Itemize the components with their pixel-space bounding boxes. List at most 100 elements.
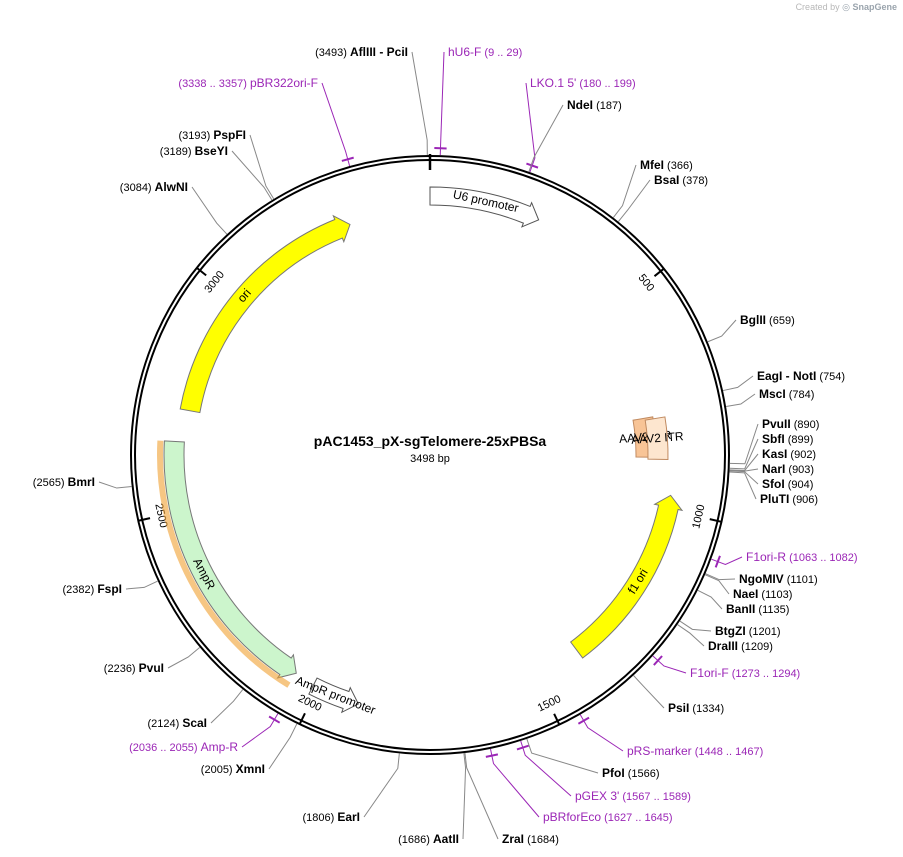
label-position: (366) — [664, 160, 693, 172]
label-banii[interactable]: BanII (1135) — [697, 589, 790, 616]
ampr-highlight — [157, 440, 291, 688]
label-ndei[interactable]: NdeI (187) — [528, 98, 622, 172]
label-prs-marker[interactable]: pRS-marker (1448 .. 1467) — [577, 714, 763, 758]
snapgene-credit: Created by ◎ SnapGene — [796, 2, 897, 13]
label-text: SbfI (899) — [762, 432, 813, 446]
label-position: (2565) — [33, 477, 68, 489]
label-alt-name: - NotI — [782, 369, 816, 383]
label-pbr322ori[interactable]: (3338 .. 3357) pBR322ori-F — [178, 76, 354, 167]
leader-line — [98, 481, 132, 489]
label-nari[interactable]: NarI (903) — [729, 462, 814, 476]
label-position: (3493) — [315, 47, 350, 59]
label-text: NarI (903) — [762, 462, 814, 476]
label-name: EagI — [757, 369, 782, 383]
label-text: pRS-marker (1448 .. 1467) — [627, 744, 763, 758]
leader-line — [210, 689, 244, 724]
feature-ori[interactable] — [179, 214, 351, 414]
label-bglii[interactable]: BglII (659) — [707, 313, 795, 343]
label-name: NgoMIV — [739, 572, 784, 586]
feature-ampr-promoter[interactable] — [308, 677, 360, 714]
label-draiii[interactable]: DraIII (1209) — [677, 624, 773, 653]
label-name: BanII — [726, 602, 755, 616]
label-position: (3189) — [160, 146, 195, 158]
label-text: (3193) PspFI — [178, 128, 246, 142]
label-mfei[interactable]: MfeI (366) — [612, 158, 693, 218]
label-f1ori-f[interactable]: F1ori-F (1273 .. 1294) — [652, 655, 800, 680]
leader-line — [652, 655, 687, 674]
label-hu6f[interactable]: hU6-F (9 .. 29) — [434, 45, 522, 156]
label-text: EagI - NotI (754) — [757, 369, 845, 383]
label-text: F1ori-F (1273 .. 1294) — [690, 666, 800, 680]
label-text: DraIII (1209) — [708, 639, 773, 653]
primer-marker — [516, 744, 529, 751]
label-text: (2124) ScaI — [147, 716, 207, 730]
label-bsai[interactable]: BsaI (378) — [618, 173, 708, 222]
feature-f1ori[interactable] — [569, 494, 684, 659]
label-text: SfoI (904) — [762, 477, 813, 491]
label-name: XmnI — [236, 762, 265, 776]
snapgene-logo-icon: ◎ — [842, 2, 850, 12]
label-name: ZraI — [502, 832, 524, 846]
center-title: pAC1453_pX-sgTelomere-25xPBSa 3498 bp — [314, 433, 547, 465]
label-position: (1627 .. 1645) — [601, 812, 673, 824]
label-bmri[interactable]: (2565) BmrI — [33, 475, 132, 489]
leader-line — [729, 471, 757, 500]
label-pvui[interactable]: (2236) PvuI — [104, 646, 201, 675]
label-pfoi[interactable]: PfoI (1566) — [526, 738, 660, 780]
label-eagi-noti[interactable]: EagI - NotI (754) — [722, 369, 845, 392]
label-name: pRS-marker — [627, 744, 692, 758]
label-sbfi[interactable]: SbfI (899) — [729, 432, 814, 470]
label-position: (890) — [791, 419, 820, 431]
leader-line — [462, 753, 467, 840]
label-eari[interactable]: (1806) EarI — [302, 753, 400, 824]
tick-label: 3000 — [202, 269, 227, 296]
label-text: (2036 .. 2055) Amp-R — [129, 740, 238, 754]
feature-ampr[interactable] — [163, 440, 297, 679]
feature-itr2[interactable] — [644, 416, 669, 460]
label-alwni[interactable]: (3084) AlwNI — [120, 180, 228, 235]
label-afliii-pcii[interactable]: (3493) AflIII - PciI — [315, 45, 428, 156]
leader-line — [249, 134, 275, 200]
label-kasi[interactable]: KasI (902) — [729, 447, 816, 472]
primer-marker — [341, 156, 354, 162]
label-pvuii[interactable]: PvuII (890) — [729, 417, 820, 465]
label-text: KasI (902) — [762, 447, 816, 461]
label-sfoi[interactable]: SfoI (904) — [729, 470, 814, 491]
label-bseyi[interactable]: (3189) BseYI — [160, 144, 273, 201]
label-scai[interactable]: (2124) ScaI — [147, 689, 244, 730]
leader-line — [439, 51, 445, 156]
label-zrai[interactable]: ZraI (1684) — [464, 752, 559, 846]
label-lko1[interactable]: LKO.1 5' (180 .. 199) — [525, 76, 636, 173]
label-ampr-primer[interactable]: (2036 .. 2055) Amp-R — [129, 713, 281, 754]
label-fspi[interactable]: (2382) FspI — [62, 580, 158, 596]
label-pspfi[interactable]: (3193) PspFI — [178, 128, 275, 200]
leader-line — [729, 423, 759, 465]
label-name: F1ori-R — [746, 550, 786, 564]
label-text: NgoMIV (1101) — [739, 572, 818, 586]
leader-line — [579, 714, 624, 752]
label-btgzi[interactable]: BtgZI (1201) — [679, 620, 781, 638]
label-text: (2236) PvuI — [104, 661, 164, 675]
label-ngomiv[interactable]: NgoMIV (1101) — [705, 572, 818, 586]
label-text: (3189) BseYI — [160, 144, 228, 158]
label-f1ori-r[interactable]: F1ori-R (1063 .. 1082) — [711, 550, 858, 568]
leader-line — [697, 589, 723, 610]
label-xmni[interactable]: (2005) XmnI — [201, 723, 298, 776]
label-position: (784) — [786, 389, 815, 401]
tick-mark — [653, 267, 665, 277]
label-pbrforeco[interactable]: pBRforEco (1627 .. 1645) — [485, 748, 673, 824]
label-aatii[interactable]: (1686) AatII — [398, 753, 467, 846]
label-pgex3[interactable]: pGEX 3' (1567 .. 1589) — [516, 740, 691, 803]
label-name: F1ori-F — [690, 666, 729, 680]
feature-u6[interactable] — [429, 186, 540, 228]
label-pluti[interactable]: PluTI (906) — [729, 471, 819, 506]
label-psii[interactable]: PsiI (1334) — [633, 675, 724, 715]
label-name: pBRforEco — [543, 810, 601, 824]
leader-line — [525, 82, 536, 173]
label-msci[interactable]: MscI (784) — [725, 387, 815, 407]
tick-label: 500 — [636, 272, 657, 294]
label-text: PsiI (1334) — [668, 701, 724, 715]
label-naei[interactable]: NaeI (1103) — [704, 574, 792, 601]
label-position: (1566) — [625, 768, 660, 780]
label-text: (3493) AflIII - PciI — [315, 45, 408, 59]
